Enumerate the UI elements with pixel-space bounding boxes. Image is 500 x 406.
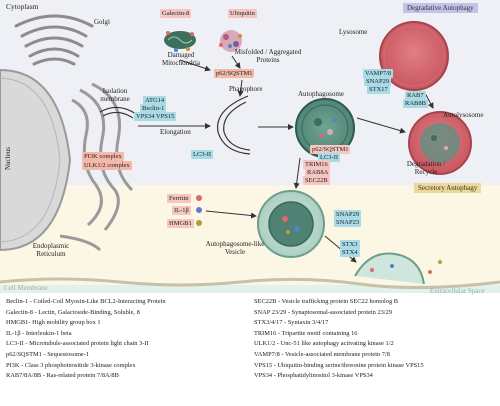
legend-item: Beclin-1 - Coiled-Coil Myosin-Like BCL2-…	[6, 298, 166, 305]
stx4-box: STX4	[340, 248, 360, 258]
autophagosome-label: Autophagosome	[298, 90, 344, 98]
autophagosome-like-label: Autophagosome-like Vesicle	[205, 240, 265, 256]
lc3-phagophore-box: LC3-II	[191, 150, 214, 160]
il1b-dot	[196, 207, 202, 213]
damaged-mitochondria	[164, 31, 196, 52]
nucleus	[0, 68, 72, 252]
cell-membrane-line	[0, 277, 500, 290]
arrow-lysosome-to-autolysosome	[424, 92, 434, 109]
degradation-label: Degradation / Recycle	[406, 160, 446, 176]
isolation-membrane	[99, 106, 137, 119]
legend-item: SEC22B - Vesicle trafficking protein SEC…	[254, 298, 399, 305]
p62-top-box: p62/SQSTM1	[214, 69, 255, 79]
legend-item: p62/SQSTM1 - Sequestosome-1	[6, 350, 90, 358]
legend-right-column: SEC22B - Vesicle trafficking protein SEC…	[254, 297, 424, 382]
vps34-vps15-box: VPS34 VPS15	[134, 112, 177, 122]
legend-item: LC3-II - Microtubule-associated protein …	[6, 340, 149, 348]
trim16-box: TRIM16	[303, 160, 330, 170]
legend-item: VAMP7/8 - Vesicle-associated membrane pr…	[254, 350, 390, 358]
galectin-label: Galectin-8	[160, 9, 192, 19]
legend-item: RAB7/8A/8B - Ras-related protein 7/8A/8B	[6, 372, 119, 380]
sec22b-box: SEC22B	[303, 176, 330, 186]
legend-item: VPS15 - Ubiquitin-binding serine/threoni…	[254, 361, 424, 369]
p62-autophagosome-box: p62/SQSTM1	[310, 145, 351, 155]
snap29-top-box: SNAP29	[364, 77, 392, 87]
secreting-vesicle	[354, 252, 442, 285]
extracellular-panel	[0, 285, 500, 293]
extracellular-label: Extracellular Space	[430, 287, 485, 295]
ubiquitin-label: Ubiquitin	[228, 9, 257, 19]
legend-item: Galectin-8 - Lectin, Galactoside-Binding…	[6, 308, 140, 316]
isolation-membrane-label: Isolation membrane	[100, 87, 130, 103]
rab8a-box: RAB8A	[305, 168, 331, 178]
cytoplasm-label: Cytoplasm	[6, 2, 39, 11]
golgi	[14, 14, 94, 66]
legend-item: TRIM16 - Tripartite motif containing 16	[254, 329, 358, 337]
atg14-box: ATG14	[143, 96, 167, 106]
snap29-bottom-box: SNAP29	[334, 210, 362, 220]
beclin-box: Beclin-1	[140, 104, 167, 114]
legend-item: SNAP 23/29 - Synaptosomal-associated pro…	[254, 308, 393, 316]
misfolded-label: Misfolded / Aggregated Proteins	[234, 48, 302, 64]
hmgb1-dot	[196, 220, 202, 226]
autolysosome-label: Autolysosome	[443, 111, 484, 119]
arrow-p62-to-phagophore	[237, 79, 244, 97]
legend-left-column: Beclin-1 - Coiled-Coil Myosin-Like BCL2-…	[6, 297, 166, 382]
vamp78-box: VAMP7/8	[363, 69, 394, 79]
legend-item: STX3/4/17 - Syntaxin 3/4/17	[254, 319, 329, 327]
phagophore	[216, 95, 251, 155]
lysosome	[379, 21, 449, 91]
legend-item: IL-1β - Interleukin-1 beta	[6, 329, 72, 337]
lysosome-label: Lysosome	[339, 28, 368, 36]
legend: Beclin-1 - Coiled-Coil Myosin-Like BCL2-…	[0, 295, 500, 406]
autophagosome	[295, 98, 355, 158]
degradative-banner: Degradative Autophagy	[403, 3, 478, 13]
legend-item: PI3K - Class 3 phosphoinositide 3-kinase…	[6, 361, 136, 369]
damaged-mito-label: Damaged Mitochondria	[161, 51, 201, 67]
ferritin-dot	[196, 195, 202, 201]
hmgb1-box: HMGB1	[167, 219, 194, 229]
elongation-label: Elongation	[160, 128, 191, 136]
autolysosome	[408, 111, 472, 175]
autophagosome-like-vesicle	[257, 190, 325, 258]
pi3k-box: PI3K complex	[82, 152, 124, 162]
il1b-box: IL-1β	[172, 206, 191, 216]
er-label: Endoplasmic Reticulum	[32, 242, 70, 258]
legend-item: ULK1/2 - Unc-51 like autophagy activatin…	[254, 340, 394, 348]
arrow-misfolded-to-p62	[231, 55, 241, 69]
ulk-box: ULK1/2 complex	[82, 161, 132, 171]
stx3-box: STX3	[340, 240, 360, 250]
legend-item: VPS34 - Phosphatidylinositol 3-kinase VP…	[254, 372, 373, 380]
arrow-autophagosome-to-autolysosome	[356, 117, 406, 134]
rab8b-box: RAB8B	[403, 99, 428, 109]
ferritin-box: Ferritin	[167, 194, 191, 204]
arrow-to-secretory	[293, 157, 301, 189]
stx17-box: STX17	[367, 85, 390, 95]
misfolded-proteins	[219, 30, 242, 52]
nucleus-label: Nucleus	[4, 147, 12, 170]
secretory-banner: Secretory Autophagy	[414, 183, 482, 193]
rab7-box: RAB7	[405, 91, 426, 101]
lc3-autophagosome-box: LC3-II	[318, 153, 341, 163]
arrow-cargo-to-vesicle	[205, 210, 257, 219]
snap23-box: SNAP23	[334, 218, 362, 228]
legend-item: HMGB1- High mobility group box 1	[6, 319, 101, 327]
golgi-label: Golgi	[94, 18, 110, 26]
phagophore-label: Phagophore	[229, 85, 263, 93]
cell-membrane-label: Cell Membrane	[4, 284, 48, 292]
arrow-mito-to-p62	[179, 59, 211, 72]
